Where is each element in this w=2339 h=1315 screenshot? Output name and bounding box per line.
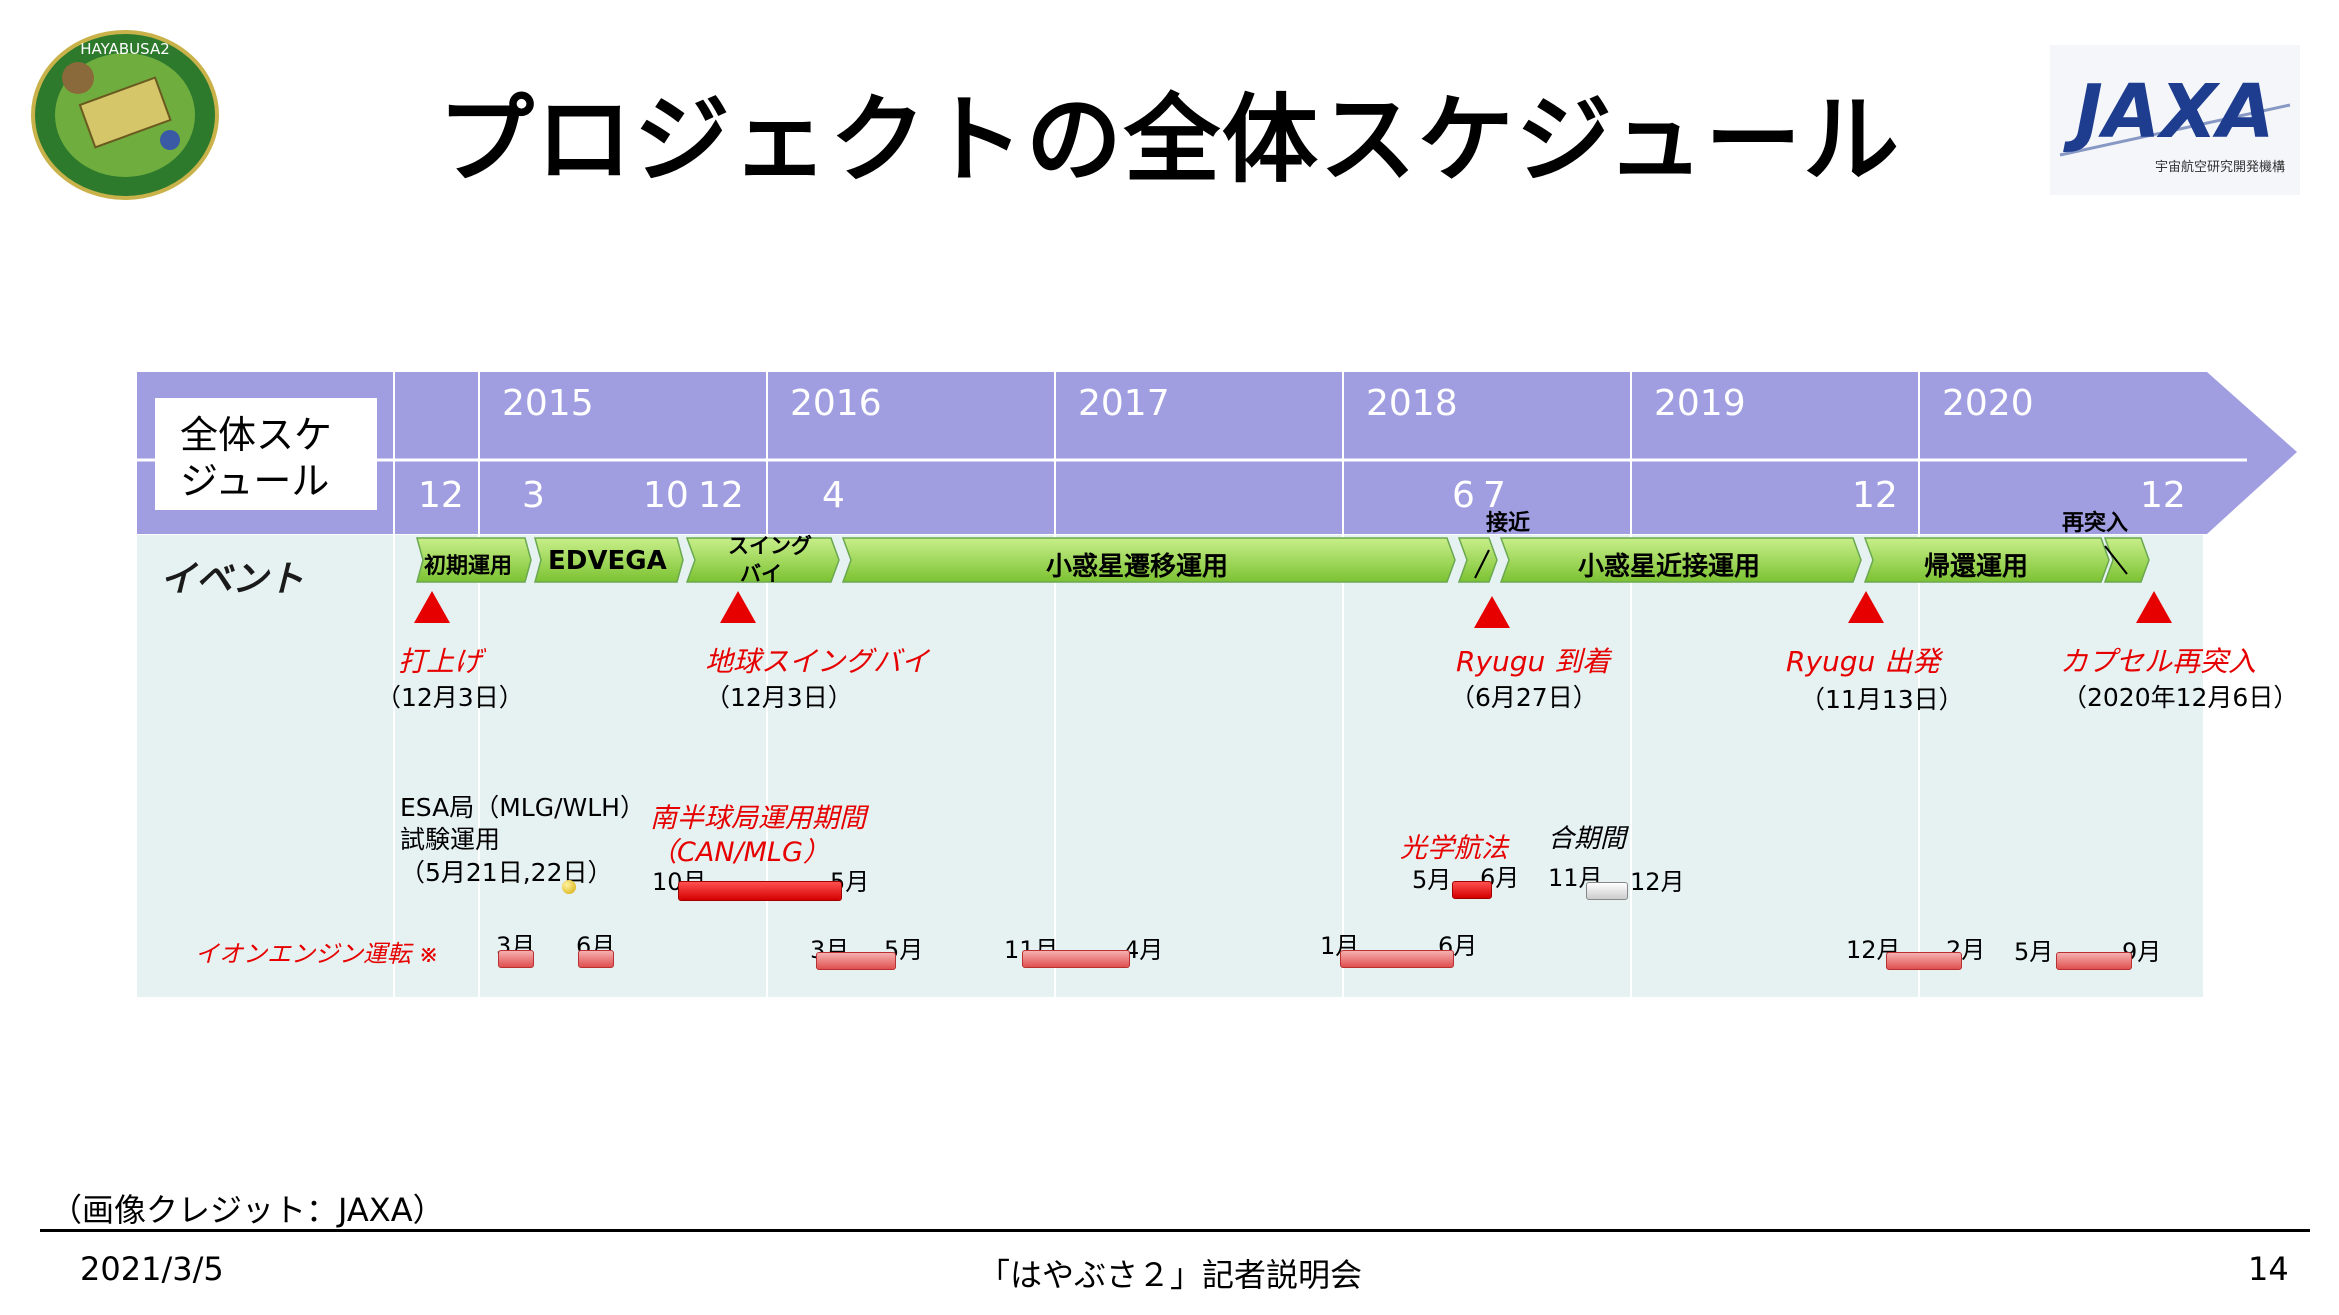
jaxa-logo-icon: JAXA 宇宙航空研究開発機構 (2050, 45, 2300, 195)
event-date: （6月27日） (1450, 683, 1598, 712)
southern-label-1: 南半球局運用期間 (650, 803, 866, 834)
event-name: Ryugu 到着 (1456, 645, 1611, 678)
ion-bar (1886, 952, 1962, 970)
reentry-marker-icon (2134, 589, 2174, 629)
esa-line1: ESA局（MLG/WLH） (400, 793, 645, 822)
grid-line (766, 370, 768, 997)
ion-bar (2056, 952, 2132, 970)
grid-line (1918, 370, 1920, 997)
footer-title: 「はやぶさ２」記者説明会 (978, 1256, 1363, 1294)
reentry-label: 再突入 (2062, 511, 2129, 536)
phase-proximity (1499, 537, 1862, 583)
phase-approach (1457, 537, 1498, 583)
year-label: 2017 (1078, 383, 1170, 424)
ion-month: 4月 (1124, 936, 1164, 964)
southern-label-2: （CAN/MLG） (650, 837, 830, 868)
month-label: 7 (1483, 475, 1506, 516)
arrival-marker-icon (1472, 594, 1512, 634)
phase-swingby (685, 537, 840, 583)
optical-bar (1452, 881, 1492, 899)
phase-chevrons (415, 534, 2175, 590)
conjunction-label: 合期間 (1548, 824, 1627, 854)
month-label: 6 (1452, 475, 1475, 516)
phase-edvega (534, 537, 684, 583)
month-label: 12 (698, 475, 744, 516)
phase-initial-label: 初期運用 (424, 554, 513, 579)
year-label: 2018 (1366, 383, 1458, 424)
ion-bar (578, 950, 614, 968)
hayabusa2-mission-patch-icon: HAYABUSA2 (30, 30, 220, 200)
grid-line (1342, 370, 1344, 997)
conjunction-bar (1586, 882, 1628, 900)
jaxa-subtitle: 宇宙航空研究開発機構 (2155, 159, 2285, 175)
month-label: 12 (2140, 475, 2186, 516)
month-label: 4 (822, 475, 845, 516)
phase-return-label: 帰還運用 (1924, 552, 2029, 582)
esa-test-dot (562, 880, 576, 894)
year-label: 2020 (1942, 383, 2034, 424)
event-date: （11月13日） (1800, 685, 1964, 714)
event-date: （12月3日） (376, 683, 524, 712)
month-label: 12 (418, 475, 464, 516)
phase-initial (416, 537, 532, 583)
year-label: 2015 (502, 383, 594, 424)
event-name: 打上げ (398, 645, 483, 678)
footer-date: 2021/3/5 (80, 1250, 224, 1288)
esa-line2: 試験運用 (400, 825, 501, 854)
month-label: 10 (643, 475, 689, 516)
ion-bar (816, 952, 896, 970)
optical-start: 5月 (1412, 866, 1452, 894)
phase-edvega-label: EDVEGA (548, 546, 667, 576)
ion-bar (498, 950, 534, 968)
grid-line (1630, 370, 1632, 997)
conjunction-end: 12月 (1630, 868, 1685, 896)
month-label: 12 (1852, 475, 1898, 516)
phase-swingby-label-1: スイング (728, 534, 812, 558)
year-label: 2016 (790, 383, 882, 424)
phase-proximity-label: 小惑星近接運用 (1578, 552, 1761, 582)
event-name: 地球スイングバイ (705, 645, 930, 678)
footer-divider (40, 1229, 2310, 1232)
event-date: （12月3日） (705, 683, 853, 712)
schedule-label-box: 全体スケ ジュール (155, 398, 377, 510)
jaxa-wordmark: JAXA (2062, 69, 2274, 155)
phase-transfer-label: 小惑星遷移運用 (1046, 552, 1229, 582)
image-credit: （画像クレジット：JAXA） (50, 1191, 445, 1229)
phase-return (1863, 537, 2110, 583)
phase-swingby-label-2: バイ (740, 562, 782, 586)
optical-label: 光学航法 (1400, 833, 1508, 864)
patch-text: HAYABUSA2 (80, 40, 170, 58)
ion-month: 5月 (2014, 938, 2054, 966)
event-name: Ryugu 出発 (1786, 645, 1941, 678)
page-title: プロジェクトの全体スケジュール (437, 84, 1902, 196)
grid-line (1054, 370, 1056, 997)
year-label: 2019 (1654, 383, 1746, 424)
esa-line3: （5月21日,22日） (400, 858, 613, 887)
ion-bar (1022, 950, 1130, 968)
ion-bar (1340, 950, 1454, 968)
departure-marker-icon (1846, 589, 1886, 629)
ion-engine-label: イオンエンジン運転 ※ (195, 940, 439, 968)
page-number: 14 (2248, 1250, 2289, 1288)
month-label: 3 (522, 475, 545, 516)
southern-period-bar (678, 881, 842, 901)
event-row-label: イベント (160, 559, 305, 600)
phase-reentry (2103, 537, 2150, 583)
event-date: （2020年12月6日） (2062, 683, 2299, 712)
grid-line (478, 370, 480, 997)
schedule-label: 全体スケ ジュール (180, 413, 333, 503)
timeline-header-bar (137, 372, 2297, 534)
launch-marker-icon (412, 589, 452, 629)
grid-line (393, 370, 395, 997)
swingby-marker-icon (718, 589, 758, 629)
phase-transfer (841, 537, 1456, 583)
approach-label: 接近 (1486, 511, 1531, 536)
event-name: カプセル再突入 (2060, 645, 2257, 678)
